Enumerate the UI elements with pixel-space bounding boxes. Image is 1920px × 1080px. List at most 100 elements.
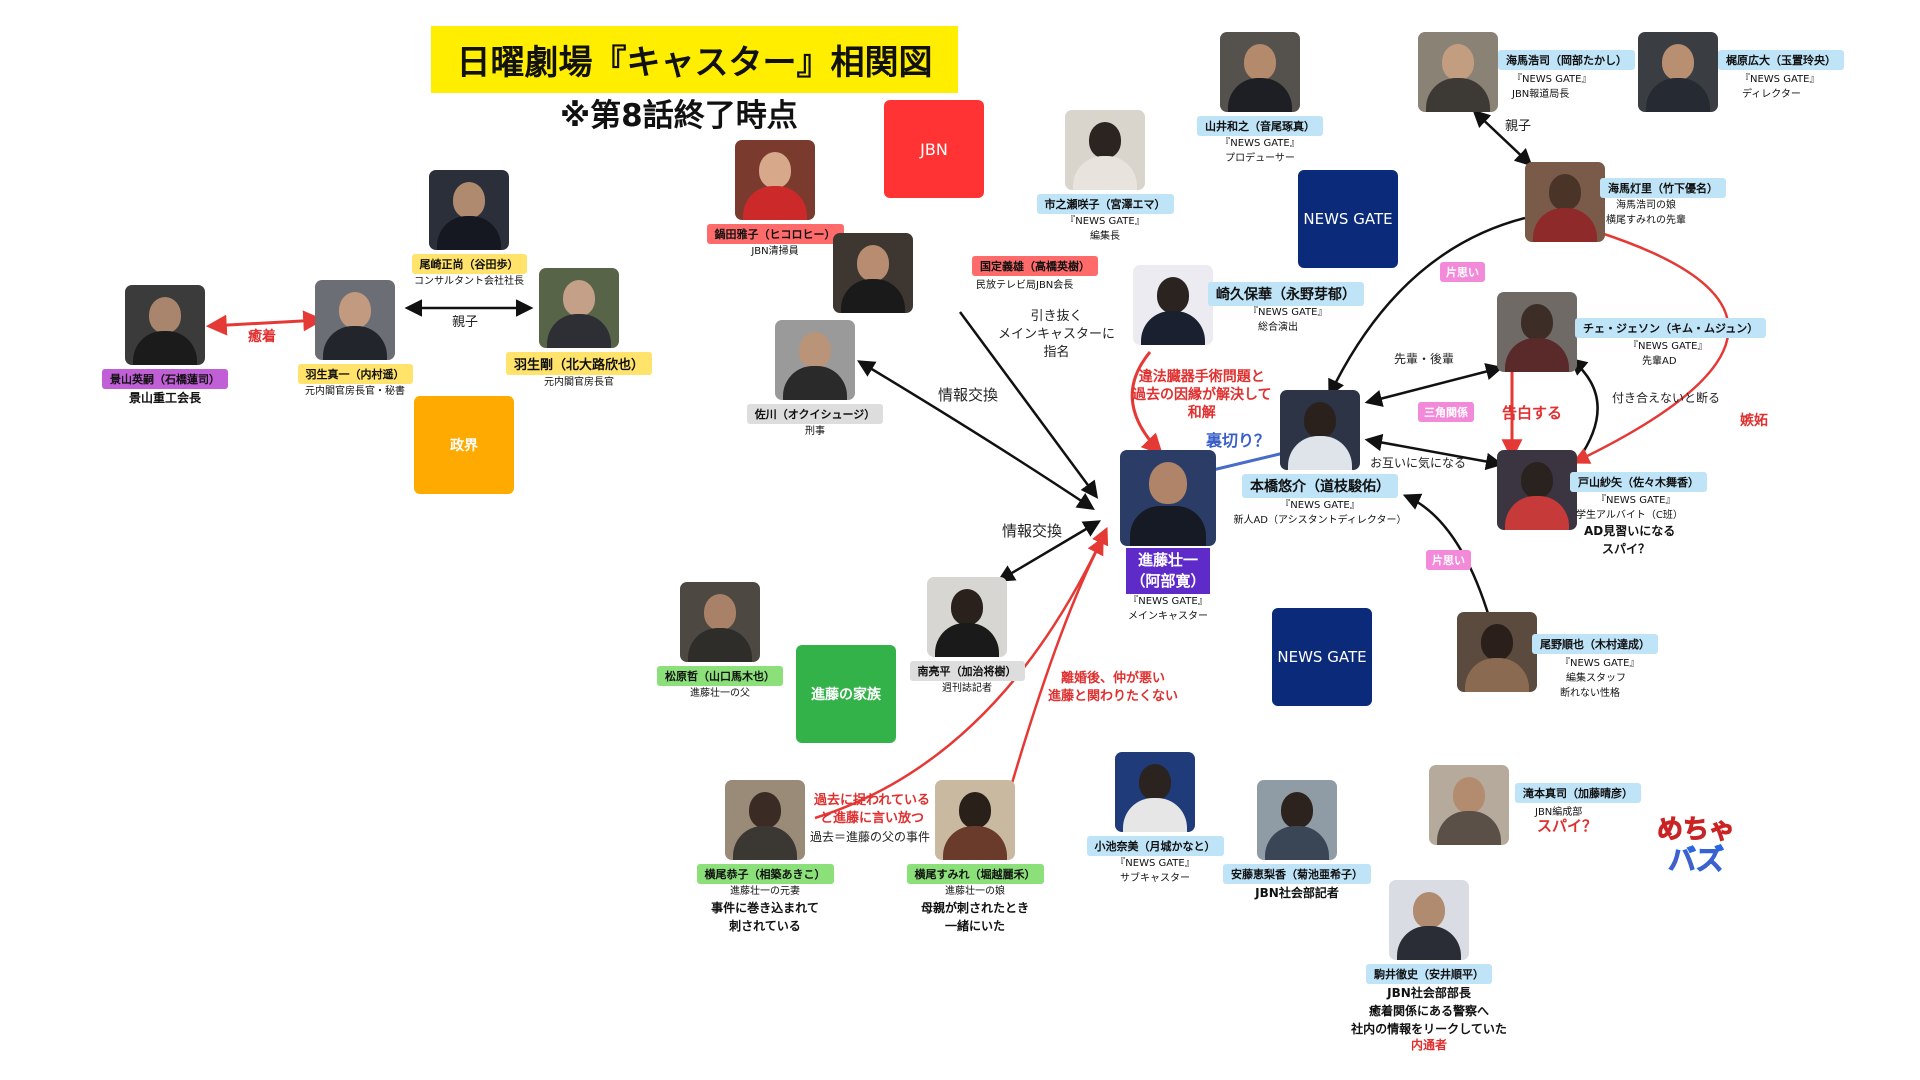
person-ichinose: 市之瀬咲子（宮澤エマ） 『NEWS GATE』 編集長 xyxy=(990,110,1220,244)
role-yokoo-k-1: 事件に巻き込まれて xyxy=(711,901,819,915)
name-komai: 駒井徹史（安井順平） xyxy=(1366,964,1492,984)
person-motohashi: 本橋悠介（道枝駿佑） 『NEWS GATE』 新人AD（アシスタントディレクター… xyxy=(1205,390,1435,528)
portrait-ando xyxy=(1257,780,1337,860)
portrait-minami xyxy=(927,577,1007,657)
role-matsubara: 進藤壮一の父 xyxy=(690,688,750,699)
portrait-kaiba-a xyxy=(1525,162,1605,242)
name-kajiwara: 梶原広大（玉置玲央） xyxy=(1718,50,1844,70)
role-ichinose-1: 編集長 xyxy=(1090,231,1120,242)
portrait-motohashi xyxy=(1280,390,1360,470)
person-kageyama: 景山英嗣（石橋蓮司） 景山重工会長 xyxy=(50,285,280,407)
group-family: 進藤の家族 xyxy=(796,645,896,743)
portrait-takimoto xyxy=(1429,765,1509,845)
role-kageyama: 景山重工会長 xyxy=(128,391,201,405)
link-senpai xyxy=(1364,363,1504,407)
link-joho-minami xyxy=(996,520,1102,582)
role-shindo-1: メインキャスター xyxy=(1128,611,1208,622)
name-matsubara: 松原哲（山口馬木也） xyxy=(657,666,783,686)
label-ihou-0: 違法臓器手術問題と xyxy=(1138,369,1265,385)
label-kotowaru: 付き合えないと断る xyxy=(1612,391,1721,405)
tag-sankaku: 三角関係 xyxy=(1418,402,1474,422)
portrait-yokoo-s xyxy=(935,780,1015,860)
label-kokuhaku: 告白する xyxy=(1502,404,1563,422)
name-minami: 南亮平（加治将樹） xyxy=(909,661,1025,681)
role-ando: JBN社会部記者 xyxy=(1255,886,1339,900)
name-motohashi: 本橋悠介（道枝駿佑） xyxy=(1242,474,1398,498)
label-rikon: 離婚後、仲が悪い 進藤と関わりたくない xyxy=(1048,670,1178,706)
person-takimoto xyxy=(1424,765,1514,845)
label-hikinuki-0: 引き抜く xyxy=(1030,309,1083,324)
role-oono-0: 『NEWS GATE』 xyxy=(1560,658,1640,669)
link-kako xyxy=(814,526,1109,820)
portrait-choi xyxy=(1497,292,1577,372)
label-ihou-2: 和解 xyxy=(1187,405,1216,421)
person-toyama xyxy=(1492,450,1582,530)
label-joho-sagawa: 情報交換 xyxy=(938,386,999,404)
role-hanyu-s: 元内閣官房長官・秘書 xyxy=(305,386,405,397)
label-hikinuki-1: メインキャスターに xyxy=(998,327,1116,342)
name-hanyu-s: 羽生真一（内村遥） xyxy=(297,364,413,384)
role-toyama-3: スパイ？ xyxy=(1602,542,1651,556)
portrait-ichinose xyxy=(1065,110,1145,190)
role-sagawa: 刑事 xyxy=(805,426,825,437)
person-oono xyxy=(1452,612,1542,692)
portrait-kageyama xyxy=(125,285,205,365)
role-kunisada: 民放テレビ局JBN会長 xyxy=(976,280,1074,291)
portrait-shindo xyxy=(1120,450,1216,546)
name-ichinose: 市之瀬咲子（宮澤エマ） xyxy=(1036,194,1174,214)
link-kotowaru xyxy=(1569,357,1599,461)
person-ozaki: 尾崎正尚（谷田歩） コンサルタント会社社長 xyxy=(354,170,584,289)
person-ando: 安藤恵梨香（菊池亜希子） JBN社会部記者 xyxy=(1182,780,1412,902)
name-choi: チェ・ジェソン（キム・ムジュン） xyxy=(1575,318,1767,338)
link-ihou xyxy=(1130,351,1163,456)
link-oyako-kaiba xyxy=(1472,109,1533,167)
label-ihou-1: 過去の因縁が解決して xyxy=(1132,387,1272,403)
portrait-nabeta xyxy=(735,140,815,220)
name-shindo: 進藤壮一 xyxy=(1137,551,1198,569)
role-kaiba-a-1: 横尾すみれの先輩 xyxy=(1606,215,1686,226)
person-choi xyxy=(1492,292,1582,372)
role-ichinose-0: 『NEWS GATE』 xyxy=(1065,216,1145,227)
name-hanyu-t: 羽生剛（北大路欣也） xyxy=(505,352,652,375)
role-yokoo-k-2: 刺されている xyxy=(729,919,801,933)
role-sakihisa-0: 『NEWS GATE』 xyxy=(1248,307,1328,318)
tag-kataomoi-oono: 片思い xyxy=(1426,550,1471,570)
person-hanyu-t: 羽生剛（北大路欣也） 元内閣官房長官 xyxy=(464,268,694,390)
note-takimoto: スパイ？ xyxy=(1537,817,1598,835)
role-nabeta: JBN清掃員 xyxy=(751,246,799,257)
role-yokoo-s-0: 進藤壮一の娘 xyxy=(945,886,1005,897)
name-toyama: 戸山紗矢（佐々木舞香） xyxy=(1570,472,1707,492)
name-kageyama: 景山英嗣（石橋蓮司） xyxy=(102,369,228,389)
role-komai-0: JBN社会部部長 xyxy=(1387,986,1471,1000)
portrait-hanyu-s xyxy=(315,280,395,360)
portrait-yokoo-k xyxy=(725,780,805,860)
group-seikai: 政界 xyxy=(414,396,514,494)
role-kajiwara-0: 『NEWS GATE』 xyxy=(1740,74,1820,85)
portrait-koike xyxy=(1115,752,1195,832)
person-yokoo-k: 横尾恭子（相築あきこ） 進藤壮一の元妻 事件に巻き込まれて 刺されている xyxy=(650,780,880,935)
role-oono-1: 編集スタッフ xyxy=(1566,673,1626,684)
role-minami: 週刊誌記者 xyxy=(942,683,992,694)
role-kaiba-k-0: 『NEWS GATE』 xyxy=(1512,74,1592,85)
role-motohashi-1: 新人AD（アシスタントディレクター） xyxy=(1233,515,1407,526)
label-otagai: お互いに気になる xyxy=(1370,456,1467,470)
portrait-kajiwara xyxy=(1638,32,1718,112)
label-kako-1: と進藤に言い放つ xyxy=(819,811,924,826)
group-newsgate-top: NEWS GATE xyxy=(1298,170,1398,268)
role-kaiba-a-0: 海馬浩司の娘 xyxy=(1616,200,1676,211)
name-shindo-actor: （阿部寛） xyxy=(1130,572,1206,590)
role-yamai-0: 『NEWS GATE』 xyxy=(1220,138,1300,149)
label-joho-minami: 情報交換 xyxy=(1002,522,1063,540)
role-komai-1: 癒着関係にある警察へ xyxy=(1368,1004,1489,1018)
name-nabeta: 鍋田雅子（ヒコロヒー） xyxy=(706,224,844,244)
group-newsgate-bottom: NEWS GATE xyxy=(1272,608,1372,706)
name-kaiba-a: 海馬灯里（竹下優名） xyxy=(1600,178,1726,198)
person-yamai: 山井和之（音尾琢真） 『NEWS GATE』 プロデューサー xyxy=(1145,32,1375,166)
role-choi-1: 先輩AD xyxy=(1642,356,1677,367)
logo-line-2: バズ xyxy=(1667,843,1724,876)
link-otagai xyxy=(1364,433,1504,471)
diagram-title: 日曜劇場『キャスター』相関図 xyxy=(431,26,958,93)
name-ozaki: 尾崎正尚（谷田歩） xyxy=(411,254,527,274)
